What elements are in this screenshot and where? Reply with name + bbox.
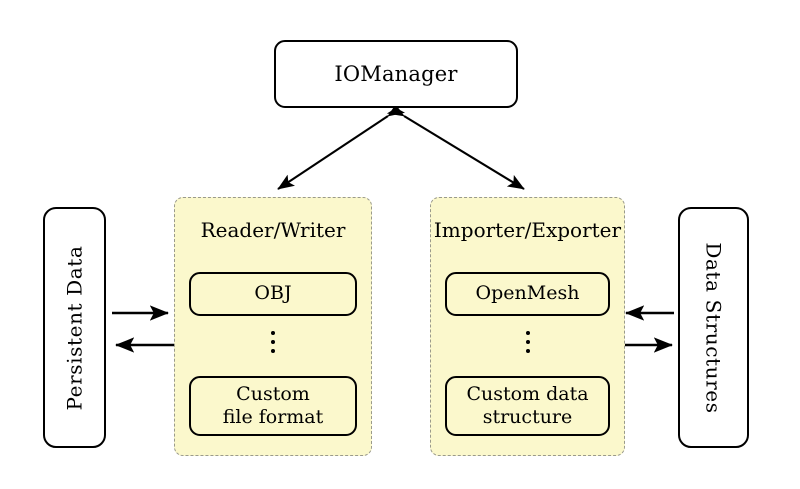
connector-manager-reader-writer <box>277 101 406 190</box>
node-iomanager[interactable]: IOManager <box>274 40 518 108</box>
item-custom-file-format-label: Custom file format <box>223 383 324 429</box>
item-custom-data-structure-line2: structure <box>482 406 573 428</box>
item-obj-label: OBJ <box>254 282 292 305</box>
item-openmesh[interactable]: OpenMesh <box>445 272 610 316</box>
group-reader-writer-title: Reader/Writer <box>200 218 346 242</box>
item-custom-data-structure-label: Custom data structure <box>466 383 588 429</box>
persistent-data-label: Persistent Data <box>62 245 87 410</box>
group-importer-exporter[interactable]: Importer/Exporter OpenMesh Custom data s… <box>430 197 625 456</box>
data-structures-label: Data Structures <box>701 241 726 414</box>
item-openmesh-label: OpenMesh <box>475 282 580 305</box>
item-obj[interactable]: OBJ <box>189 272 357 316</box>
connector-manager-importer-exporter <box>386 101 525 190</box>
node-persistent-data[interactable]: Persistent Data <box>43 207 106 448</box>
importer-exporter-ellipsis-icon <box>431 326 624 358</box>
node-data-structures[interactable]: Data Structures <box>678 207 749 448</box>
item-custom-file-format-line2: file format <box>222 406 324 428</box>
item-custom-data-structure-line1: Custom data <box>466 382 589 405</box>
item-custom-file-format[interactable]: Custom file format <box>189 376 357 436</box>
item-custom-file-format-line1: Custom <box>236 382 310 405</box>
iomanager-label: IOManager <box>334 62 458 86</box>
item-custom-data-structure[interactable]: Custom data structure <box>445 376 610 436</box>
reader-writer-ellipsis-icon <box>175 326 371 358</box>
group-importer-exporter-title: Importer/Exporter <box>433 218 622 242</box>
group-reader-writer[interactable]: Reader/Writer OBJ Custom file format <box>174 197 372 456</box>
